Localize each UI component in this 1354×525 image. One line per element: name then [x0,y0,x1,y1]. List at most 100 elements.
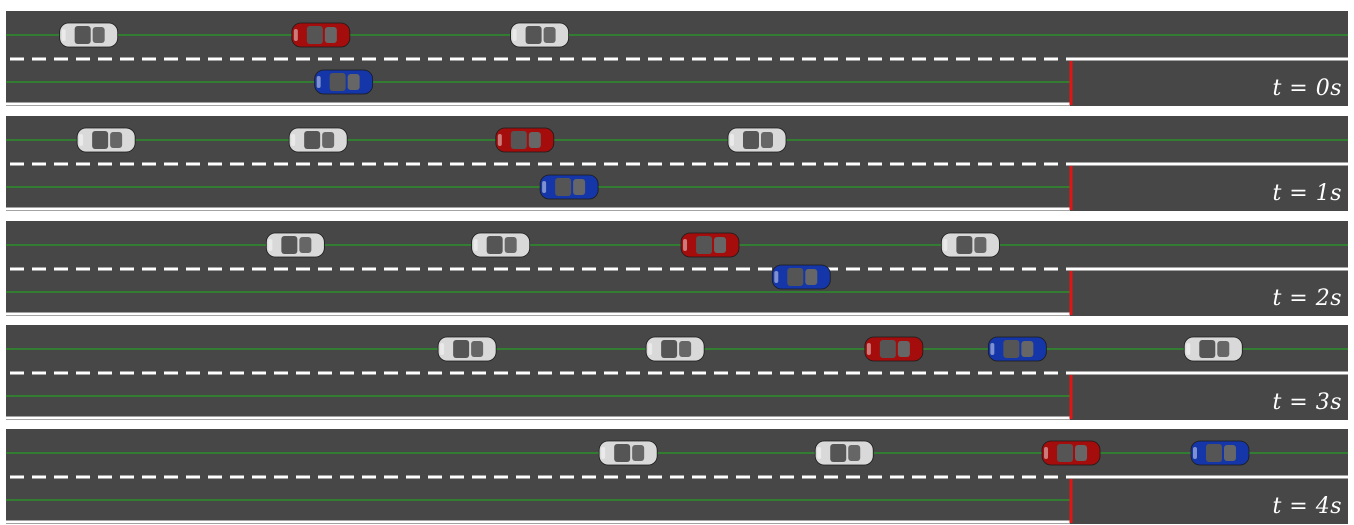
car-white [599,441,657,465]
car-headlight [990,343,994,355]
car-rear-window [93,27,105,43]
time-label: t = 3s [1272,390,1342,415]
road-edge-top [6,218,1348,221]
car-headlight [498,134,502,146]
car-headlight [62,29,66,41]
car-headlight [774,271,778,283]
car-headlight [291,134,295,146]
road-surface [6,218,1348,316]
car-rear-window [714,237,726,253]
car-headlight [474,239,478,251]
car-windshield [696,236,712,254]
car-headlight [683,239,687,251]
car-windshield [487,236,503,254]
road-surface [6,113,1348,211]
car-rear-window [761,132,773,148]
car-blue [1191,441,1249,465]
road-panel-3 [6,322,1348,420]
time-label: t = 1s [1272,181,1342,206]
car-rear-window [1021,341,1033,357]
car-windshield [661,340,677,358]
road-edge-top [6,8,1348,11]
car-white [728,128,786,152]
car-red [865,337,923,361]
car-rear-window [1075,445,1087,461]
car-windshield [1199,340,1215,358]
car-white [289,128,347,152]
car-windshield [1057,444,1073,462]
road-panel-2 [6,218,1348,316]
car-windshield [92,131,108,149]
car-headlight [542,181,546,193]
car-rear-window [505,237,517,253]
time-label: t = 0s [1272,76,1342,101]
car-white [60,23,118,47]
car-white [266,233,324,257]
road-edge-top [6,113,1348,116]
car-red [496,128,554,152]
car-rear-window [573,179,585,195]
car-rear-window [348,74,360,90]
car-windshield [330,73,346,91]
car-red [292,23,350,47]
car-white [646,337,704,361]
car-headlight [730,134,734,146]
car-windshield [304,131,320,149]
car-white [815,441,873,465]
car-blue [540,175,598,199]
car-headlight [648,343,652,355]
car-rear-window [898,341,910,357]
car-windshield [956,236,972,254]
time-label: t = 4s [1272,494,1342,519]
car-red [681,233,739,257]
road-surface [6,8,1348,106]
car-white [511,23,569,47]
road-edge-top [6,426,1348,429]
car-rear-window [632,445,644,461]
car-windshield [75,26,91,44]
car-windshield [281,236,297,254]
car-headlight [601,447,605,459]
road-panel-0 [6,8,1348,106]
car-rear-window [110,132,122,148]
car-red [1042,441,1100,465]
car-rear-window [848,445,860,461]
car-rear-window [544,27,556,43]
car-headlight [867,343,871,355]
car-windshield [787,268,803,286]
time-label: t = 2s [1272,286,1342,311]
car-headlight [1193,447,1197,459]
car-rear-window [529,132,541,148]
car-white [77,128,135,152]
car-rear-window [974,237,986,253]
car-white [1184,337,1242,361]
car-headlight [1044,447,1048,459]
car-blue [315,70,373,94]
road-panel-4 [6,426,1348,524]
car-headlight [1186,343,1190,355]
car-headlight [513,29,517,41]
car-windshield [743,131,759,149]
car-headlight [268,239,272,251]
car-rear-window [1217,341,1229,357]
car-windshield [880,340,896,358]
car-rear-window [471,341,483,357]
car-headlight [317,76,321,88]
car-headlight [79,134,83,146]
road-panel-1 [6,113,1348,211]
car-windshield [614,444,630,462]
car-windshield [453,340,469,358]
car-windshield [1206,444,1222,462]
car-rear-window [325,27,337,43]
car-windshield [307,26,323,44]
car-blue [772,265,830,289]
car-headlight [440,343,444,355]
car-windshield [830,444,846,462]
car-rear-window [299,237,311,253]
car-windshield [511,131,527,149]
car-windshield [555,178,571,196]
car-rear-window [679,341,691,357]
car-blue [988,337,1046,361]
car-rear-window [805,269,817,285]
